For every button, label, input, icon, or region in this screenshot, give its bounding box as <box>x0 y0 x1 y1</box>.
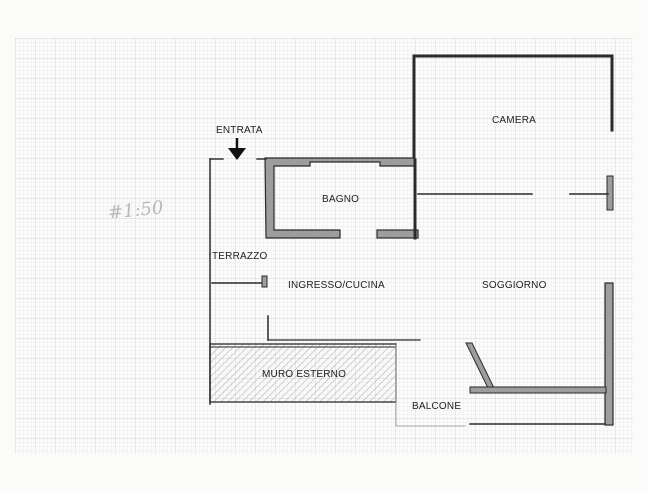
room-label-muro-esterno: MURO ESTERNO <box>262 369 347 380</box>
room-label-balcone: BALCONE <box>412 401 462 412</box>
room-label-bagno: BAGNO <box>322 194 360 205</box>
room-label-ingresso-cucina: INGRESSO/CUCINA <box>288 280 385 291</box>
entrance-label: ENTRATA <box>216 125 263 136</box>
room-label-terrazzo: TERRAZZO <box>212 251 268 262</box>
graph-paper-grid <box>15 38 633 454</box>
room-label-camera: CAMERA <box>492 115 536 126</box>
walls <box>209 54 614 427</box>
arrow-down-icon <box>228 138 246 160</box>
scale-value: 1:50 <box>122 197 165 223</box>
room-label-soggiorno: SOGGIORNO <box>482 280 547 291</box>
